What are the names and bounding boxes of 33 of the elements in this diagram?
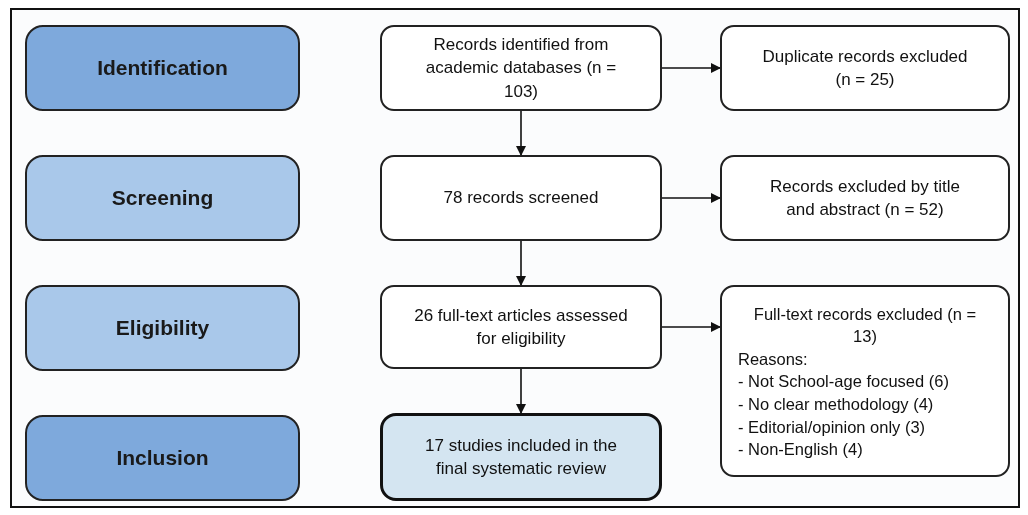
process-box: [380, 25, 662, 111]
box-heading: Full-text records excluded (n = 13): [752, 304, 978, 348]
stage-box: [25, 415, 300, 501]
box-label: Records identified from academic databases (n = 103): [424, 33, 618, 103]
exclusion-box: [720, 285, 1010, 477]
arrow: [661, 322, 721, 332]
stage-box: [25, 155, 300, 241]
box-label: Duplicate records excluded (n = 25): [761, 45, 969, 91]
list-item: - Non-English (4): [738, 439, 863, 461]
list-heading: Reasons:: [738, 348, 808, 370]
box-label: Eligibility: [115, 314, 210, 341]
list-item: - Editorial/opinion only (3): [738, 416, 926, 438]
arrow: [661, 193, 721, 203]
process-box: [380, 155, 662, 241]
list-item: - No clear methodology (4): [738, 393, 934, 415]
process-box: [720, 25, 1010, 111]
box-label: 17 studies included in the final systematic review: [424, 434, 618, 480]
stage-box: [25, 285, 300, 371]
box-label: Screening: [111, 184, 214, 211]
list-item: - Not School-age focused (6): [738, 371, 949, 393]
arrow: [516, 368, 526, 414]
stage-box: [25, 25, 300, 111]
arrow: [516, 110, 526, 156]
box-label: Records excluded by title and abstract (n = 52): [769, 175, 961, 221]
process-box: [720, 155, 1010, 241]
box-label: 78 records screened: [443, 187, 599, 210]
box-label: 26 full-text articles assessed for eligibility: [414, 304, 628, 350]
arrow: [661, 63, 721, 73]
box-label: Inclusion: [116, 444, 209, 471]
result-box: [380, 413, 662, 501]
process-box: [380, 285, 662, 369]
arrow: [516, 240, 526, 286]
box-label: Identification: [97, 54, 228, 81]
